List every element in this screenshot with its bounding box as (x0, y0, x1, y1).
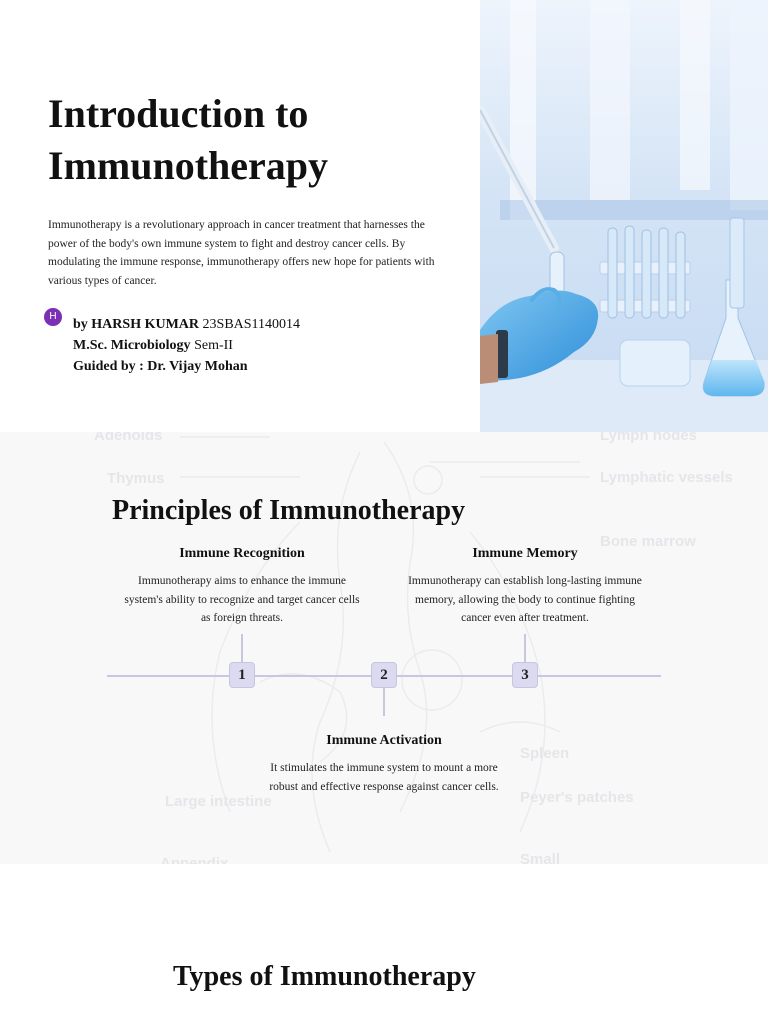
timeline-marker-2: 2 (371, 662, 397, 688)
principle-title-recognition: Immune Recognition (179, 546, 305, 561)
bg-label-peyers-patches: Peyer's patches (520, 789, 634, 806)
bg-label-small: Small (520, 851, 560, 864)
bg-label-lymph-nodes: Lymph nodes (600, 432, 697, 444)
lab-pipette-illustration (480, 0, 768, 432)
bg-label-appendix: Appendix (160, 855, 229, 864)
timeline-tick-2 (383, 688, 385, 716)
degree: M.Sc. Microbiology (73, 338, 191, 353)
author-line: by HARSH KUMAR 23SBAS1140014 (73, 314, 300, 335)
bg-label-large-intestine: Large intestine (165, 793, 272, 810)
author-id: 23SBAS1140014 (202, 317, 301, 332)
guide-line: Guided by : Dr. Vijay Mohan (73, 356, 300, 377)
author-avatar: H (44, 308, 62, 326)
degree-line: M.Sc. Microbiology Sem-II (73, 335, 300, 356)
guided-by: Guided by : Dr. Vijay Mohan (73, 359, 248, 374)
semester: Sem-II (194, 338, 233, 353)
timeline-marker-1: 1 (229, 662, 255, 688)
principle-text-activation: It stimulates the immune system to mount… (269, 762, 499, 793)
timeline-marker-3: 3 (512, 662, 538, 688)
bg-label-lymphatic-vessels: Lymphatic vessels (600, 469, 733, 486)
bg-label-adenoids: Adenoids (94, 432, 162, 444)
principle-text-memory: Immunotherapy can establish long-lasting… (408, 575, 642, 625)
title-line-2: Immunotherapy (48, 143, 329, 188)
principles-slide: Adenoids Thymus Lymph nodes Lymphatic ve… (0, 432, 768, 864)
intro-description: Immunotherapy is a revolutionary approac… (48, 219, 435, 287)
principles-title: Principles of Immunotherapy (112, 495, 466, 526)
title-line-1: Introduction to (48, 91, 309, 136)
principle-title-memory: Immune Memory (472, 546, 578, 561)
lymphatic-system-background: Adenoids Thymus Lymph nodes Lymphatic ve… (94, 432, 733, 864)
slide-title: Introduction to Immunotherapy (48, 88, 468, 192)
types-title: Types of Immunotherapy (173, 961, 476, 992)
types-slide: Types of Immunotherapy (0, 864, 768, 1024)
timeline-tick-3 (524, 634, 526, 664)
author-prefix: by (73, 317, 88, 332)
bg-label-thymus: Thymus (107, 470, 165, 487)
principle-text-recognition: Immunotherapy aims to enhance the immune… (124, 575, 360, 625)
author-block: by HARSH KUMAR 23SBAS1140014 M.Sc. Micro… (73, 314, 300, 377)
author-name: HARSH KUMAR (91, 317, 200, 332)
principle-title-activation: Immune Activation (326, 733, 442, 748)
laboratory-photo (480, 0, 768, 432)
bg-label-spleen: Spleen (520, 745, 569, 762)
timeline-tick-1 (241, 634, 243, 664)
bg-label-bone-marrow: Bone marrow (600, 533, 696, 550)
intro-slide: Introduction to Immunotherapy Immunother… (0, 0, 768, 432)
